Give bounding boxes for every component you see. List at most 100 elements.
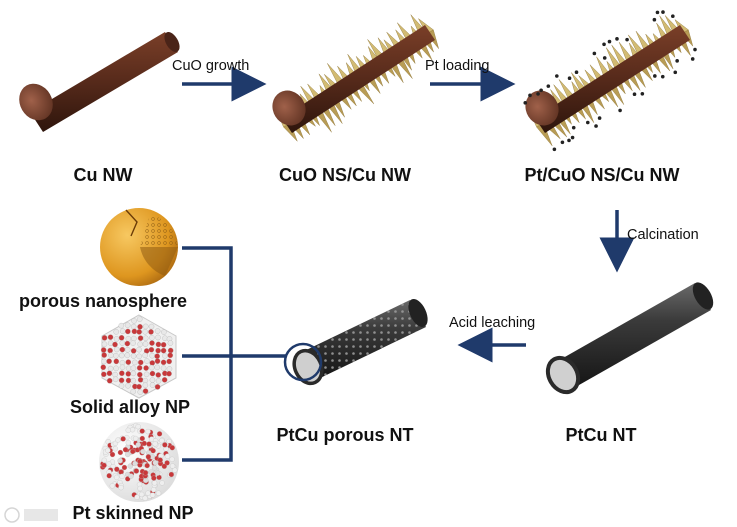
alloy-atom	[154, 353, 160, 359]
pt-particle	[539, 88, 543, 93]
watermark-logo	[4, 507, 58, 523]
alloy-atom	[106, 377, 113, 384]
alloy-atom	[142, 335, 149, 342]
alloy-atom	[130, 365, 137, 371]
alloy-atom	[142, 352, 148, 359]
alloy-atom	[149, 352, 155, 359]
label-cuo-growth: CuO growth	[172, 58, 250, 74]
alloy-atom	[106, 370, 113, 377]
alloy-atom	[155, 378, 162, 384]
alloy-atom	[154, 384, 161, 390]
skin-atom	[138, 491, 145, 498]
pt-particle	[567, 138, 571, 143]
alloy-atom	[119, 328, 126, 334]
alloy-atom	[155, 341, 162, 348]
skin-atom	[139, 435, 145, 442]
label-cu-nw: Cu NW	[73, 165, 133, 185]
pt-particle	[640, 92, 645, 96]
alloy-atom	[124, 340, 131, 347]
ptcu-porous-nanotube	[283, 298, 428, 386]
alloy-atom	[118, 352, 125, 359]
alloy-atom	[149, 340, 155, 346]
skin-atom	[134, 494, 140, 500]
skin-atom	[106, 473, 112, 479]
alloy-atom	[161, 377, 168, 383]
alloy-atom	[161, 329, 167, 335]
alloy-atom	[124, 352, 131, 359]
skin-atom	[137, 485, 143, 492]
skin-atom	[144, 462, 150, 469]
skin-atom	[151, 465, 158, 471]
alloy-atom	[166, 370, 172, 377]
skin-atom	[109, 451, 116, 458]
pt-particle	[585, 120, 590, 125]
alloy-atom	[132, 359, 138, 366]
pt-skin-particles	[100, 422, 178, 501]
skin-atom	[117, 449, 124, 456]
alloy-atom	[136, 365, 143, 371]
pt-particle	[661, 10, 665, 14]
skin-atom	[169, 445, 175, 451]
alloy-atom	[136, 383, 142, 390]
alloy-atom	[108, 352, 114, 358]
skin-atom	[139, 428, 145, 434]
skin-atom	[141, 440, 147, 447]
cuo-ns-cu-nanowire	[272, 14, 439, 142]
skin-atom	[169, 463, 176, 469]
alloy-atom	[113, 358, 120, 365]
pt-particle	[555, 74, 559, 78]
alloy-atom	[125, 371, 132, 377]
alloy-particles	[100, 316, 174, 395]
skin-atom	[155, 470, 161, 476]
alloy-atom	[167, 352, 174, 359]
skin-atom	[127, 463, 133, 469]
skin-atom	[142, 470, 149, 476]
skin-atom	[146, 441, 152, 447]
pt-particle	[675, 59, 679, 63]
alloy-atom	[119, 340, 126, 346]
pt-particle	[567, 76, 572, 81]
alloy-atom	[130, 377, 137, 384]
alloy-atom	[131, 318, 137, 324]
label-calcination: Calcination	[627, 227, 699, 243]
alloy-atom	[142, 323, 149, 330]
skin-atom	[132, 460, 138, 467]
pt-particle	[602, 42, 606, 47]
alloy-atom	[144, 358, 150, 364]
alloy-atom	[154, 364, 160, 371]
alloy-atom	[137, 335, 144, 341]
skin-atom	[128, 473, 134, 479]
skin-atom	[161, 463, 167, 469]
label-cuo-ns-cu-nw: CuO NS/Cu NW	[279, 165, 411, 185]
alloy-atom	[136, 329, 142, 335]
alloy-atom	[137, 377, 144, 383]
skin-atom	[169, 456, 175, 462]
alloy-atom	[154, 328, 161, 334]
skin-atom	[117, 458, 123, 464]
label-acid-leaching: Acid leaching	[449, 315, 536, 331]
alloy-atom	[118, 383, 125, 389]
skin-atom	[157, 457, 163, 463]
alloy-atom	[125, 377, 132, 384]
skin-atom	[152, 460, 158, 466]
label-pt-skinned-np: Pt skinned NP	[72, 503, 194, 523]
pt-particle	[546, 84, 551, 88]
alloy-atom	[125, 335, 132, 342]
alloy-atom	[130, 370, 137, 377]
skin-atom	[162, 442, 168, 448]
alloy-atom	[137, 359, 144, 366]
alloy-atom	[101, 352, 107, 358]
alloy-atom	[136, 316, 143, 322]
alloy-atom	[137, 324, 143, 330]
cu-nanowire	[19, 32, 180, 132]
pt-particle	[592, 51, 597, 56]
alloy-atom	[143, 365, 149, 371]
skin-atom	[119, 473, 125, 480]
alloy-atom	[100, 364, 107, 370]
alloy-atom	[148, 364, 155, 371]
skin-atom	[115, 437, 121, 443]
pt-particle	[528, 93, 532, 98]
alloy-atom	[155, 347, 161, 354]
skin-atom	[125, 451, 131, 458]
